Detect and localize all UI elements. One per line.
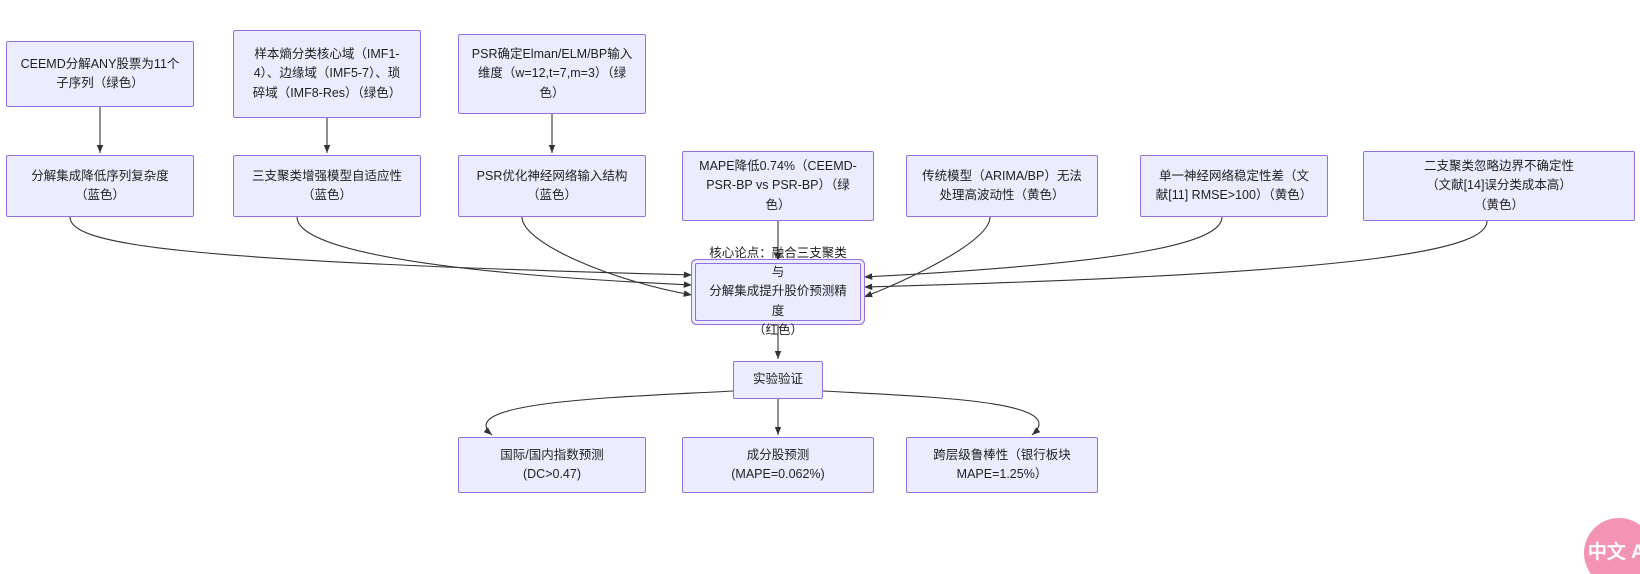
- node-label: PSR优化神经网络输入结构 （蓝色）: [476, 168, 628, 202]
- node-n13[interactable]: 国际/国内指数预测 (DC>0.47): [458, 437, 646, 493]
- edge-n4-to-n11: [69, 216, 693, 279]
- node-label: CEEMD分解ANY股票为11个 子序列（绿色）: [20, 56, 180, 90]
- node-label: 分解集成降低序列复杂度 （蓝色）: [31, 168, 169, 202]
- node-label: 跨层级鲁棒性（银行板块 MAPE=1.25%）: [933, 447, 1071, 481]
- node-n14[interactable]: 成分股预测 (MAPE=0.062%): [682, 437, 874, 493]
- node-n5[interactable]: 三支聚类增强模型自适应性 （蓝色）: [233, 155, 421, 217]
- edge-n12-to-n15: [822, 390, 1041, 436]
- node-label: 单一神经网络稳定性差（文 献[11] RMSE>100）（黄色）: [1155, 168, 1313, 202]
- node-label: 核心论点：融合三支聚类与 分解集成提升股价预测精度 （红色）: [709, 245, 847, 338]
- node-n2[interactable]: 样本熵分类核心域（IMF1- 4）、边缘域（IMF5-7）、琐 碎域（IMF8-…: [233, 30, 421, 118]
- edge-n12-to-n13: [483, 390, 734, 436]
- node-n4[interactable]: 分解集成降低序列复杂度 （蓝色）: [6, 155, 194, 217]
- node-n3[interactable]: PSR确定Elman/ELM/BP输入 维度（w=12,t=7,m=3）（绿 色…: [458, 34, 646, 114]
- node-label: 传统模型（ARIMA/BP）无法 处理高波动性（黄色）: [922, 168, 1082, 202]
- node-n10[interactable]: 二支聚类忽略边界不确定性 （文献[14]误分类成本高） （黄色）: [1363, 151, 1635, 221]
- node-label: MAPE降低0.74%（CEEMD- PSR-BP vs PSR-BP）（绿 色…: [699, 158, 857, 212]
- node-label: 三支聚类增强模型自适应性 （蓝色）: [251, 168, 402, 202]
- watermark-text: 中文 AI: [1587, 542, 1640, 564]
- node-n9[interactable]: 单一神经网络稳定性差（文 献[11] RMSE>100）（黄色）: [1140, 155, 1328, 217]
- node-label: 实验验证: [752, 372, 803, 387]
- node-n15[interactable]: 跨层级鲁棒性（银行板块 MAPE=1.25%）: [906, 437, 1098, 493]
- node-n8[interactable]: 传统模型（ARIMA/BP）无法 处理高波动性（黄色）: [906, 155, 1098, 217]
- node-label: 成分股预测 (MAPE=0.062%): [731, 447, 825, 481]
- node-n11[interactable]: 核心论点：融合三支聚类与 分解集成提升股价预测精度 （红色）: [695, 246, 861, 337]
- edge-n10-to-n11: [863, 220, 1488, 291]
- node-label: PSR确定Elman/ELM/BP输入 维度（w=12,t=7,m=3）（绿 色…: [471, 46, 633, 100]
- chinese-ai-watermark: 中文 AI: [1584, 518, 1640, 574]
- node-n6[interactable]: PSR优化神经网络输入结构 （蓝色）: [458, 155, 646, 217]
- node-label: 二支聚类忽略边界不确定性 （文献[14]误分类成本高） （黄色）: [1423, 158, 1574, 212]
- node-label: 样本熵分类核心域（IMF1- 4）、边缘域（IMF5-7）、琐 碎域（IMF8-…: [252, 46, 402, 100]
- node-n7[interactable]: MAPE降低0.74%（CEEMD- PSR-BP vs PSR-BP）（绿 色…: [682, 151, 874, 221]
- edge-n8-to-n11: [863, 216, 991, 298]
- node-label: 国际/国内指数预测 (DC>0.47): [500, 447, 604, 481]
- node-n1[interactable]: CEEMD分解ANY股票为11个 子序列（绿色）: [6, 41, 194, 107]
- edge-n5-to-n11: [296, 216, 693, 288]
- edge-n9-to-n11: [863, 216, 1223, 280]
- node-n12[interactable]: 实验验证: [733, 361, 823, 399]
- edge-n6-to-n11: [521, 216, 693, 297]
